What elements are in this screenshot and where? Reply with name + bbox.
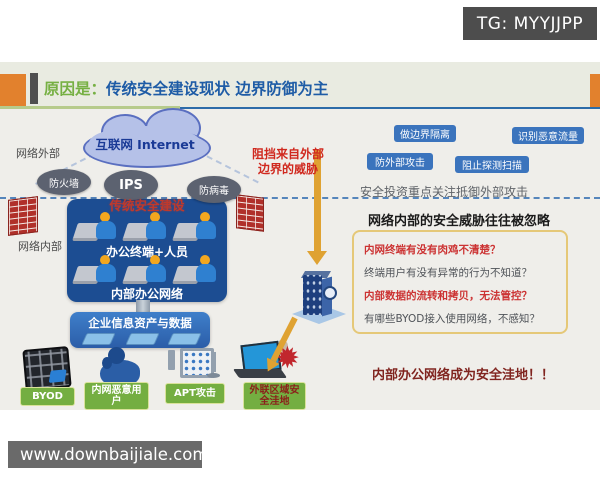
internal-office-network-label: 内部办公网络 xyxy=(110,287,183,301)
apt-pole-icon xyxy=(212,352,216,372)
worker-laptop-icon xyxy=(122,255,169,285)
tag-identify-traffic: 识别恶意流量 xyxy=(512,127,584,144)
header-accent-bar xyxy=(30,73,38,104)
person-body-icon xyxy=(146,221,166,239)
arrow-shaft xyxy=(314,150,321,252)
tg-watermark-text: TG: MYYJJPP xyxy=(476,13,584,34)
person-head-icon xyxy=(200,255,210,265)
conclusion-text: 内部办公网络成为安全洼地！！ xyxy=(372,368,555,383)
traditional-security-overlay-text: 传统安全建设 xyxy=(109,198,185,213)
data-cube-icon xyxy=(81,333,116,345)
question-line: 内部数据的流转和拷贝，无法管控？ xyxy=(364,290,532,302)
byod-wedge-icon xyxy=(48,369,67,383)
bubble-antivirus: 防病毒 xyxy=(187,176,241,203)
question-line: 内网终端有没有肉鸡不清楚？ xyxy=(364,244,501,256)
byod-phone-icon xyxy=(22,346,72,391)
slide-title-main: 传统安全建设现状 边界防御为主 xyxy=(106,80,329,98)
tag-border-isolation: 做边界隔离 xyxy=(394,125,456,142)
building-badge-icon xyxy=(323,286,337,300)
office-terminals-label: 办公终端+人员 xyxy=(105,245,189,259)
enterprise-asset-label: 企业信息资产与数据 xyxy=(88,316,192,330)
worker-row xyxy=(72,212,219,242)
question-line: 有哪些BYOD接入使用网络，不感知？ xyxy=(364,313,540,325)
header-underline-green xyxy=(0,106,180,109)
block-external-threat-text: 阻挡来自外部 边界的威胁 xyxy=(251,147,324,176)
office-building-icon xyxy=(292,270,346,324)
person-body-icon xyxy=(146,264,166,282)
spy-head-icon xyxy=(108,347,125,364)
person-body-icon xyxy=(196,221,216,239)
apt-device-icon xyxy=(168,350,175,370)
cloud-mask xyxy=(89,126,201,160)
external-zone-label: 外联区域安 全洼地 xyxy=(243,382,306,410)
tg-watermark-badge: TG: MYYJJPP xyxy=(463,7,597,40)
malicious-user-icon xyxy=(98,347,141,384)
firewall-brick-icon-right xyxy=(236,194,264,232)
worker-laptop-icon xyxy=(122,212,169,242)
worker-laptop-icon xyxy=(172,212,219,242)
slide-header: 原因是：传统安全建设现状 边界防御为主 xyxy=(0,62,600,109)
bubble-ips: IPS xyxy=(104,170,158,200)
byod-label: BYOD xyxy=(20,387,75,406)
investment-note-text: 安全投资重点关注抵御外部攻击 xyxy=(360,185,529,199)
data-cube-icon xyxy=(167,333,202,345)
questions-box: 内网终端有没有肉鸡不清楚？ 终端用户有没有异常的行为不知道？ 内部数据的流转和拷… xyxy=(352,230,568,334)
person-head-icon xyxy=(100,212,110,222)
internet-cloud-icon: 互联网 Internet xyxy=(83,108,211,168)
person-head-icon xyxy=(150,255,160,265)
presentation-slide: 原因是：传统安全建设现状 边界防御为主 网络外部 网络内部 互联网 Intern… xyxy=(0,62,600,410)
worker-laptop-icon xyxy=(72,212,119,242)
person-body-icon xyxy=(196,264,216,282)
apt-base-icon xyxy=(207,373,220,378)
apt-attack-label: APT攻击 xyxy=(165,383,225,404)
footer-url-text: www.downbaijiale.com xyxy=(20,445,209,464)
spy-hand-icon xyxy=(102,357,112,369)
question-line: 终端用户有没有异常的行为不知道？ xyxy=(364,267,532,279)
slide-title: 原因是：传统安全建设现状 边界防御为主 xyxy=(44,72,328,106)
malicious-user-label: 内网恶意用 户 xyxy=(84,382,149,410)
tag-block-scan: 阻止探测扫描 xyxy=(455,156,529,173)
worker-laptop-icon xyxy=(172,255,219,285)
perimeter-dashed-line xyxy=(0,197,600,199)
zone-label-inside: 网络内部 xyxy=(18,240,62,253)
enterprise-asset-box: 企业信息资产与数据 xyxy=(70,312,210,348)
person-body-icon xyxy=(96,221,116,239)
data-cube-icon xyxy=(125,333,160,345)
worker-laptop-icon xyxy=(72,255,119,285)
person-body-icon xyxy=(96,264,116,282)
worker-row xyxy=(72,255,219,285)
bubble-firewall: 防火墙 xyxy=(37,169,91,195)
internal-network-box: 办公终端+人员 内部办公网络 xyxy=(67,199,227,302)
person-head-icon xyxy=(150,212,160,222)
header-accent-left xyxy=(0,74,26,107)
tag-prevent-attack: 防外部攻击 xyxy=(367,153,433,170)
header-underline-blue xyxy=(180,107,600,109)
footer-watermark: www.downbaijiale.com xyxy=(8,441,208,468)
building-front-icon xyxy=(303,275,322,315)
header-accent-right xyxy=(590,74,600,107)
person-head-icon xyxy=(200,212,210,222)
zone-label-outside: 网络外部 xyxy=(16,147,60,160)
slide-title-prefix: 原因是： xyxy=(44,80,107,98)
firewall-brick-icon-left xyxy=(8,196,38,236)
internet-label: 互联网 Internet xyxy=(95,137,195,152)
apt-attack-icon xyxy=(168,346,220,380)
ignored-threats-title: 网络内部的安全威胁往往被忽略 xyxy=(368,214,551,229)
arrow-head-icon xyxy=(307,251,327,265)
person-head-icon xyxy=(100,255,110,265)
